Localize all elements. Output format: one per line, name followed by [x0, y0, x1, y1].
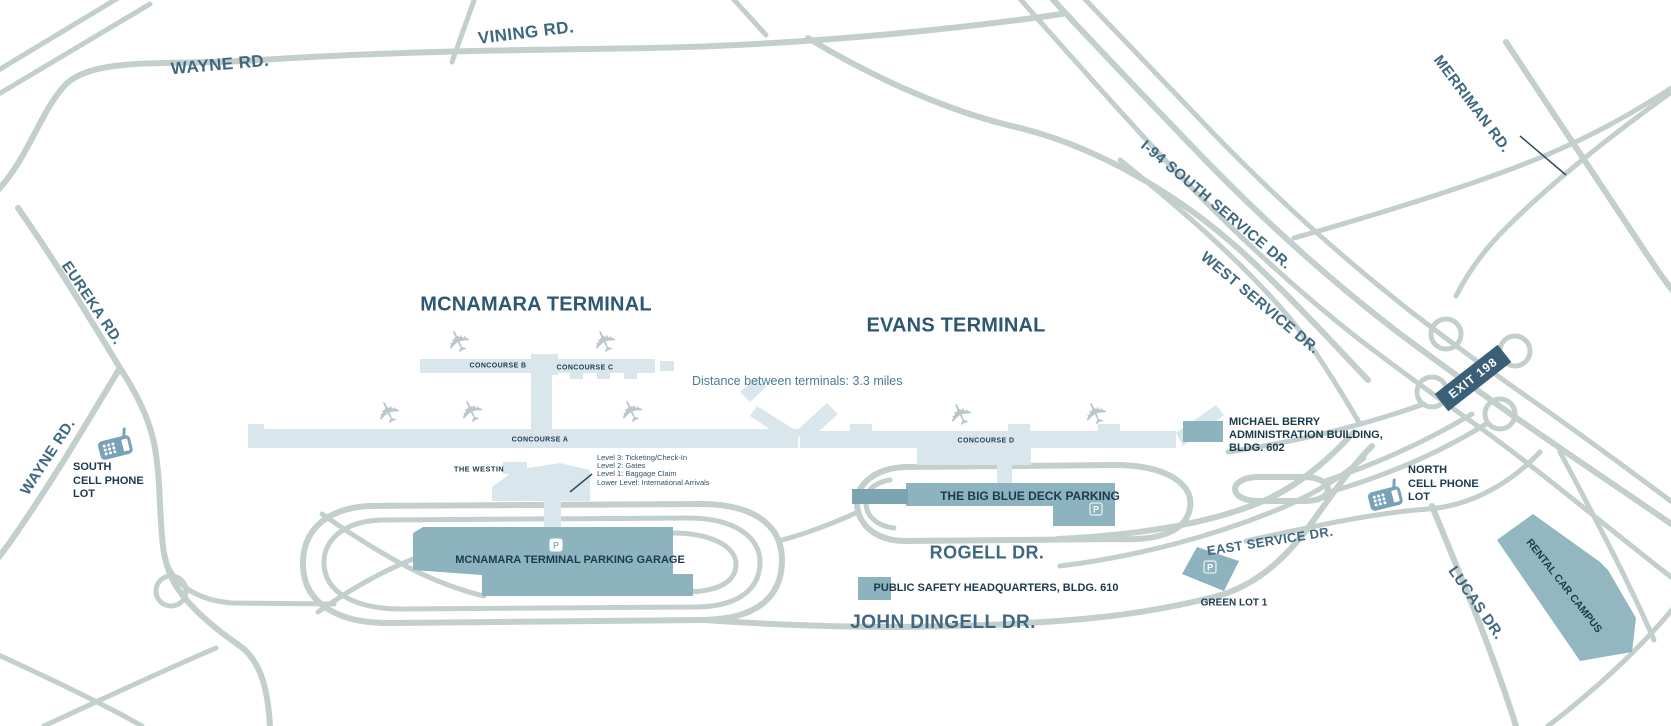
- road-south-service-sweep: [805, 35, 1371, 383]
- concourse-c-shape: [558, 359, 655, 373]
- road-fan-2: [1322, 411, 1475, 484]
- concourse-c-endpiece: [660, 361, 674, 371]
- westin-building: [503, 462, 527, 481]
- merriman-pointer-line: [1519, 135, 1567, 176]
- road-mcnamara-weave-2: [319, 511, 487, 599]
- road-sw-diagonal: [41, 645, 219, 726]
- road-i94-main: [1049, 0, 1671, 528]
- public-safety-shape: [858, 577, 891, 600]
- concourse-c-tab1: [570, 373, 583, 379]
- road-merriman: [1503, 39, 1671, 294]
- road-loop-ramp: [153, 573, 189, 609]
- road-mcnamara-loop-inner2: [427, 530, 739, 595]
- parking-icon: P: [1203, 560, 1217, 574]
- road-topleft-1: [0, 0, 120, 73]
- north-cell-phone-lot-label: NORTH CELL PHONE LOT: [1408, 464, 1479, 503]
- concourse-c-tab3: [624, 373, 637, 379]
- big-blue-deck-shape: [906, 483, 1115, 506]
- road-west-service: [1117, 157, 1363, 427]
- road-wayne-left: [0, 365, 123, 561]
- levels-pointer-line: [569, 473, 593, 493]
- cloverleaf-loop-nw: [1428, 316, 1464, 352]
- cell-phone-icon: [1368, 478, 1403, 511]
- michael-berry-label: MICHAEL BERRY ADMINISTRATION BUILDING, B…: [1229, 416, 1383, 454]
- road-loop-connector: [779, 509, 861, 543]
- mcnamara-terminal-title: MCNAMARA TERMINAL: [420, 293, 652, 316]
- road-ne-cross: [1453, 89, 1671, 299]
- cell-phone-icon: [98, 427, 133, 460]
- westin-label: THE WESTIN: [453, 464, 505, 474]
- mcnamara-garage-label: MCNAMARA TERMINAL PARKING GARAGE: [455, 554, 685, 566]
- road-eureka: [15, 205, 273, 726]
- road-branch-top: [730, 0, 769, 38]
- road-i94-parallel: [1082, 0, 1671, 505]
- concourse-d-piece-left: [740, 378, 766, 402]
- concourse-d-tab1: [850, 424, 872, 432]
- cloverleaf-loop-se: [1482, 396, 1518, 432]
- mcnamara-garage-shape: [413, 527, 693, 596]
- road-wayne-top: [0, 11, 1065, 193]
- concourse-c-tab2: [597, 373, 610, 379]
- road-north-lot: [1243, 449, 1543, 544]
- concourse-d-label: CONCOURSE D: [957, 437, 1015, 445]
- road-john-dingell: [701, 443, 1375, 630]
- concourse-c-label: CONCOURSE C: [556, 364, 614, 372]
- evans-terminal-title: EVANS TERMINAL: [866, 314, 1046, 337]
- parking-icon: P: [549, 538, 563, 552]
- concourse-d-wing-left: [750, 406, 800, 446]
- concourse-d-center: [917, 448, 1031, 465]
- mcnamara-stem: [531, 373, 552, 433]
- parking-icon: P: [1089, 502, 1103, 516]
- public-safety-label: PUBLIC SAFETY HEADQUARTERS, BLDG. 610: [873, 582, 1119, 594]
- road-vining: [449, 0, 477, 65]
- concourse-d-stem: [997, 465, 1012, 484]
- road-ne-ramp: [1291, 85, 1671, 241]
- concourse-d-shape: [800, 431, 1176, 448]
- big-blue-deck-arm: [852, 489, 908, 504]
- rental-car-shape: [1497, 514, 1636, 661]
- road-se-corner: [1545, 607, 1671, 726]
- road-i94-service: [1017, 0, 1671, 581]
- road-mcnamara-loop-inner: [321, 515, 763, 612]
- big-blue-deck-label: THE BIG BLUE DECK PARKING: [940, 489, 1120, 503]
- distance-note: Distance between terminals: 3.3 miles: [692, 374, 903, 388]
- road-label-john-dingell: JOHN DINGELL DR.: [850, 612, 1036, 633]
- concourse-a-endtab: [248, 424, 264, 430]
- concourse-stem-head: [531, 354, 558, 375]
- green-lot-label: GREEN LOT 1: [1200, 597, 1268, 609]
- road-fan-1: [1225, 401, 1427, 455]
- green-lot-shape: [1182, 547, 1239, 591]
- michael-berry-shape: [1183, 421, 1223, 442]
- mcnamara-levels-note: Level 3: Ticketing/Check-In Level 2: Gat…: [597, 453, 710, 487]
- concourse-a-shape: [248, 429, 798, 448]
- road-eureka-fork-east: [161, 553, 337, 607]
- road-topleft-2: [0, 1, 153, 97]
- road-label-rogell: ROGELL DR.: [929, 542, 1045, 563]
- concourse-b-shape: [420, 359, 533, 373]
- road-fan-3: [1327, 421, 1489, 495]
- road-sw-cross: [0, 652, 145, 726]
- concourse-a-label: CONCOURSE A: [511, 436, 569, 444]
- concourse-d-tab2: [1008, 424, 1030, 432]
- concourse-b-label: CONCOURSE B: [469, 362, 527, 370]
- concourse-d-tab3: [1098, 424, 1120, 432]
- road-rental-east: [1557, 449, 1657, 643]
- road-lucas: [1429, 503, 1519, 726]
- big-blue-deck-lower: [1053, 506, 1115, 526]
- south-cell-phone-lot-label: SOUTH CELL PHONE LOT: [73, 461, 144, 500]
- mcnamara-garage-walkway: [544, 501, 561, 528]
